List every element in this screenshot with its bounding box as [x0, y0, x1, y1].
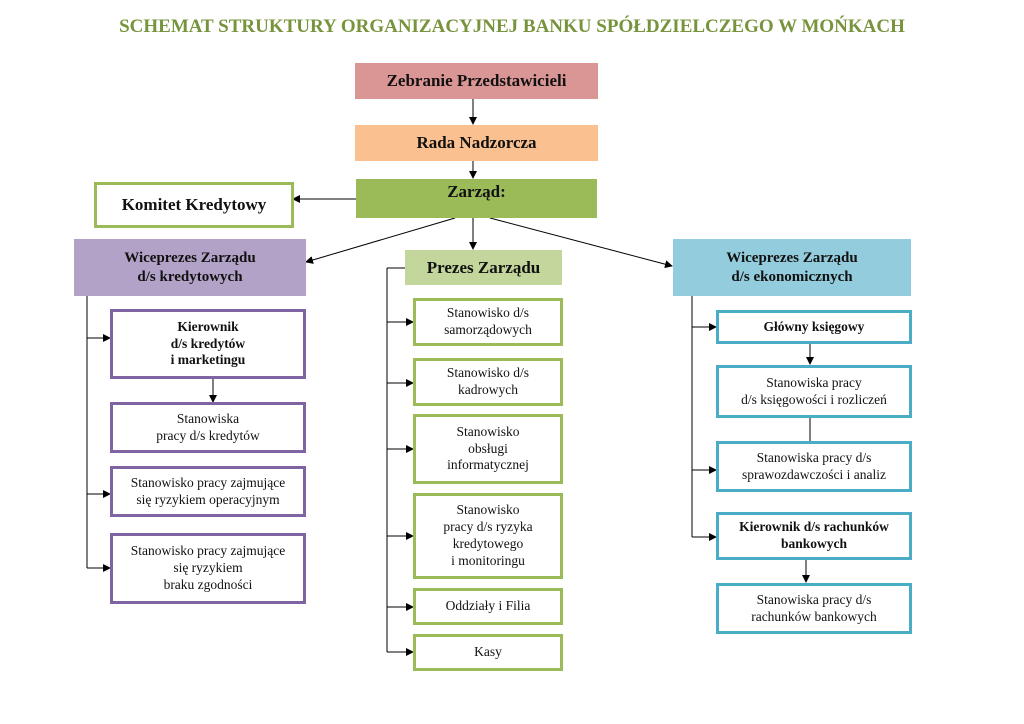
node-ryzyko-operacyjne: Stanowisko pracy zajmujące się ryzykiem …: [110, 466, 306, 517]
node-wiceprezes-ekonomiczny: Wiceprezes Zarządu d/s ekonomicznych: [673, 239, 911, 296]
node-rada-nadzorcza: Rada Nadzorcza: [355, 125, 598, 161]
chart-title: SCHEMAT STRUKTURY ORGANIZACYJNEJ BANKU S…: [119, 16, 905, 37]
node-prezes-zarzadu: Prezes Zarządu: [405, 250, 562, 285]
node-zebranie-przedstawicieli: Zebranie Przedstawicieli: [355, 63, 598, 99]
arrow-zarzad-wiceprezes-ekon: [489, 217, 673, 269]
node-sprawozdawczosc-analizy: Stanowiska pracy d/s sprawozdawczości i …: [716, 441, 912, 492]
node-ryzyko-zgodnosci: Stanowisko pracy zajmujące się ryzykiem …: [110, 533, 306, 604]
node-komitet-kredytowy: Komitet Kredytowy: [94, 182, 294, 228]
node-kasy: Kasy: [413, 634, 563, 671]
node-oddzialy-filia: Oddziały i Filia: [413, 588, 563, 625]
node-kierownik-kredytow: Kierownik d/s kredytów i marketingu: [110, 309, 306, 379]
node-ksiegowosc-rozliczenia: Stanowiska pracy d/s księgowości i rozli…: [716, 365, 912, 418]
node-glowny-ksiegowy: Główny księgowy: [716, 310, 912, 344]
node-obsluga-informatyczna: Stanowisko obsługi informatycznej: [413, 414, 563, 484]
node-ryzyko-kredytowe: Stanowisko pracy d/s ryzyka kredytowego …: [413, 493, 563, 579]
node-zarzad: Zarząd:: [356, 179, 597, 218]
node-rachunki-bankowe: Stanowiska pracy d/s rachunków bankowych: [716, 583, 912, 634]
node-kierownik-rachunkow: Kierownik d/s rachunków bankowych: [716, 512, 912, 560]
node-stanowisko-samorzadowe: Stanowisko d/s samorządowych: [413, 298, 563, 346]
node-stanowisko-kadrowe: Stanowisko d/s kadrowych: [413, 358, 563, 406]
node-wiceprezes-kredytowy: Wiceprezes Zarządu d/s kredytowych: [74, 239, 306, 296]
node-stanowiska-kredytow: Stanowiska pracy d/s kredytów: [110, 402, 306, 453]
arrow-zarzad-wiceprezes-kredyt: [305, 217, 456, 264]
